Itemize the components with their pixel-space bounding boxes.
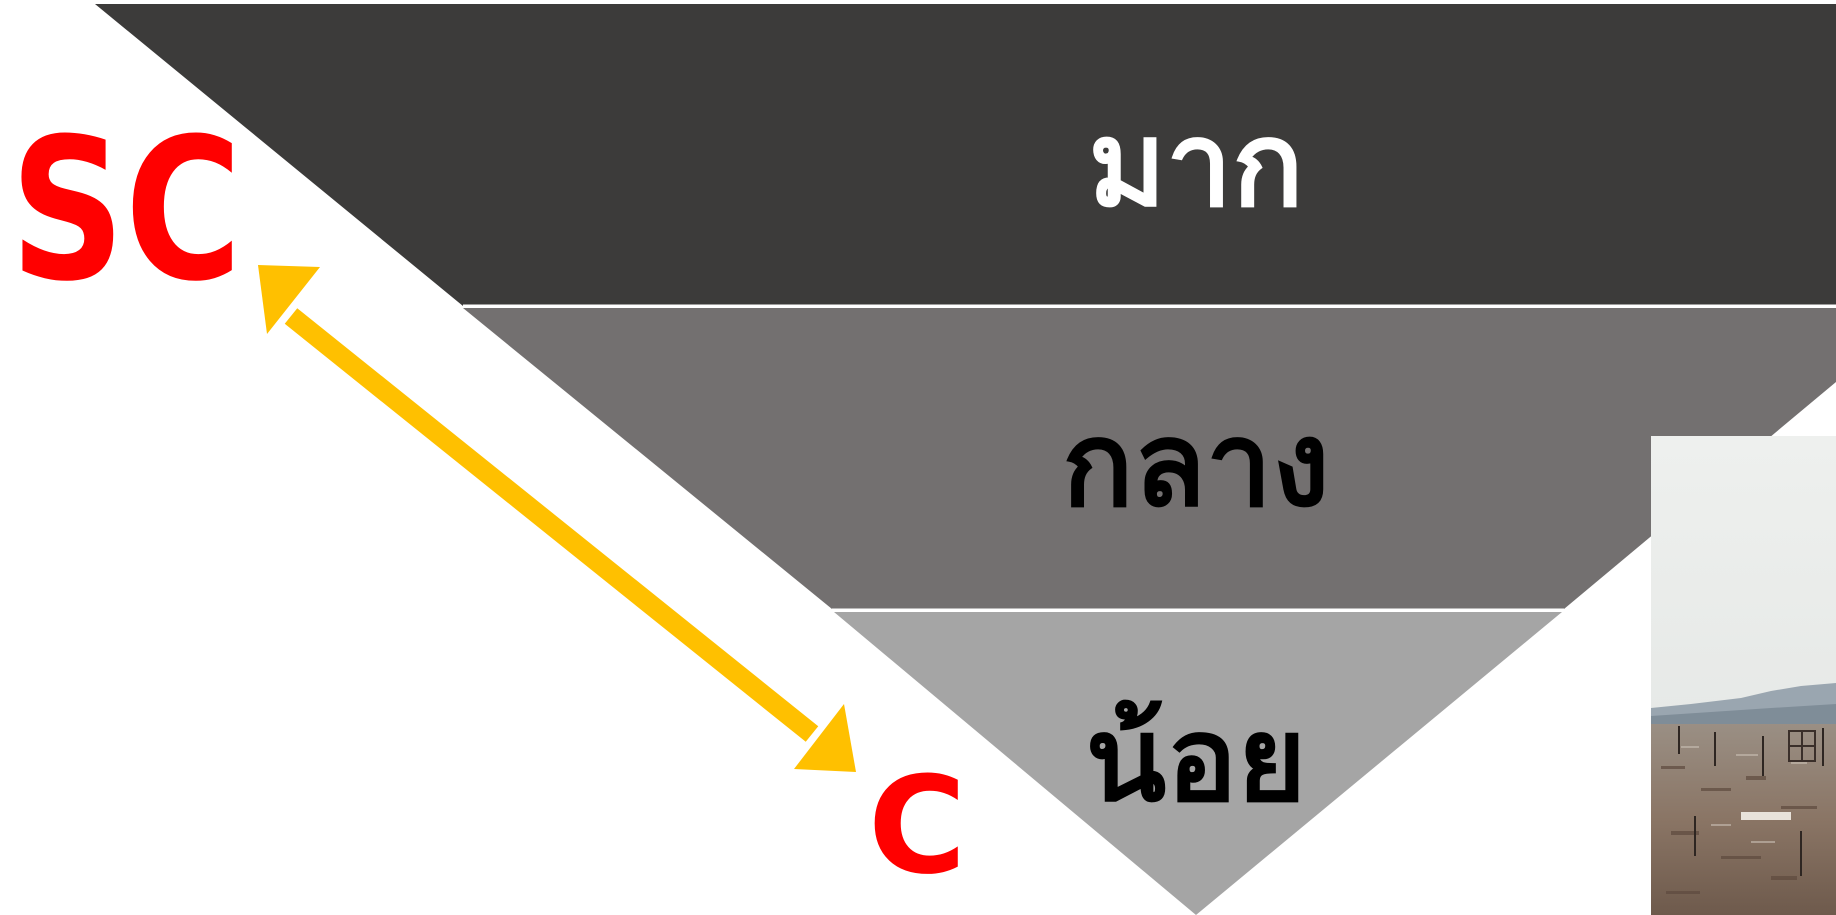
landscape-photo-icon [1651, 436, 1836, 915]
label-sc: SC [10, 97, 242, 325]
arrowhead-start [258, 265, 320, 334]
label-c: C [868, 748, 966, 904]
tier-bottom-label: น้อย [1086, 690, 1307, 828]
tier-middle-label: กลาง [1062, 395, 1330, 533]
landscape-photo [1651, 436, 1836, 915]
tier-top-label: มาก [1088, 95, 1304, 233]
double-arrow-icon [258, 265, 856, 772]
tier-middle-shape [463, 308, 1836, 609]
tier-top-shape [95, 4, 1836, 306]
tier-bottom-shape [834, 612, 1562, 915]
arrowhead-end [794, 704, 856, 772]
